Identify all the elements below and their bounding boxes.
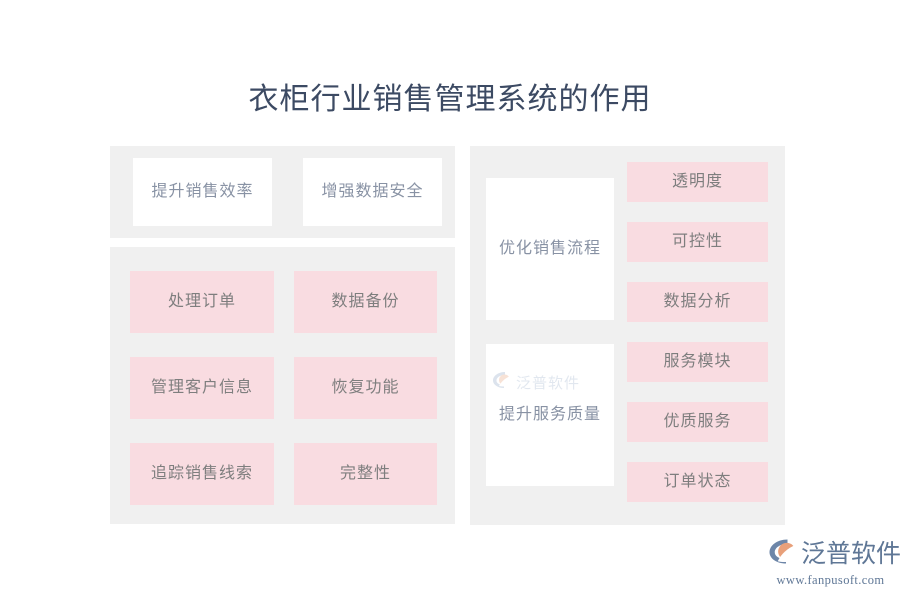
- card-transparency[interactable]: 透明度: [627, 162, 768, 202]
- card-service-module[interactable]: 服务模块: [627, 342, 768, 382]
- card-enhance-data-security[interactable]: 增强数据安全: [303, 158, 442, 226]
- card-data-backup[interactable]: 数据备份: [294, 271, 437, 333]
- card-manage-customer-info[interactable]: 管理客户信息: [130, 357, 274, 419]
- left-main-panel: 处理订单 数据备份 管理客户信息 恢复功能 追踪销售线索 完整性: [110, 247, 455, 524]
- card-order-status[interactable]: 订单状态: [627, 462, 768, 502]
- left-top-panel: 提升销售效率 增强数据安全: [110, 146, 455, 238]
- card-restore-function[interactable]: 恢复功能: [294, 357, 437, 419]
- card-data-analysis[interactable]: 数据分析: [627, 282, 768, 322]
- brand-url: www.fanpusoft.com: [776, 573, 885, 587]
- right-panel: 优化销售流程 提升服务质量 透明度 可控性 数据分析 服务模块 优质服务 订单状…: [470, 146, 785, 525]
- card-track-sales-leads[interactable]: 追踪销售线索: [130, 443, 274, 505]
- page-title: 衣柜行业销售管理系统的作用: [248, 83, 652, 116]
- logo-mark-icon: [768, 538, 798, 570]
- brand-logo-row: 泛普软件: [768, 538, 900, 570]
- card-improve-service-quality[interactable]: 提升服务质量: [486, 344, 614, 486]
- card-optimize-sales-process[interactable]: 优化销售流程: [486, 178, 614, 320]
- card-improve-sales-efficiency[interactable]: 提升销售效率: [133, 158, 272, 226]
- card-integrity[interactable]: 完整性: [294, 443, 437, 505]
- card-process-orders[interactable]: 处理订单: [130, 271, 274, 333]
- card-quality-service[interactable]: 优质服务: [627, 402, 768, 442]
- brand-logo: 泛普软件 www.fanpusoft.com: [768, 538, 900, 587]
- card-controllability[interactable]: 可控性: [627, 222, 768, 262]
- brand-name: 泛普软件: [801, 540, 900, 568]
